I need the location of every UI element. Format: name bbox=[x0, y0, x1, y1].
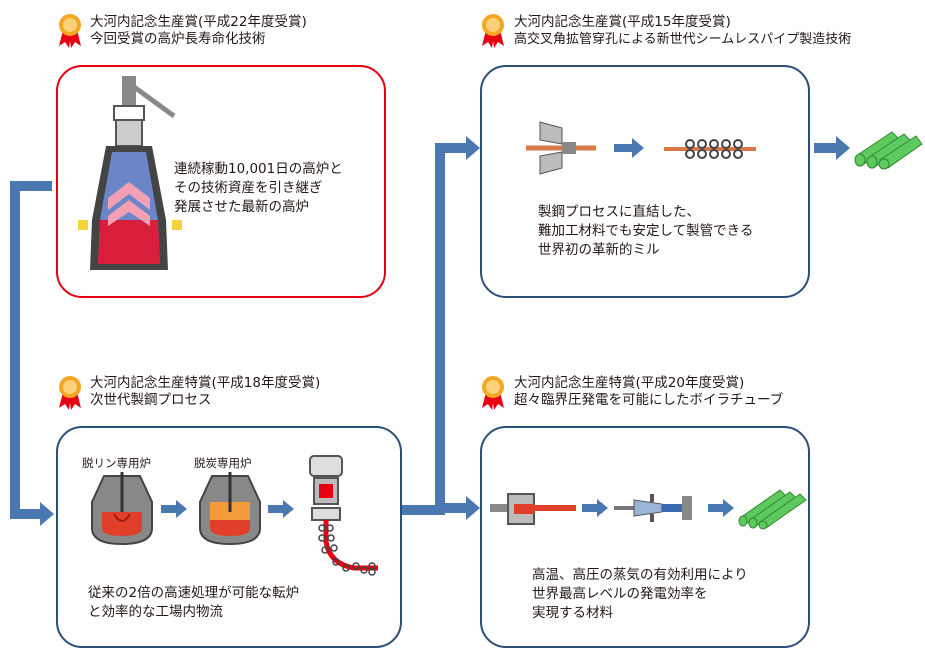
award-title-steelmaking: 大河内記念生産特賞(平成18年度受賞) 次世代製鋼プロセス bbox=[90, 375, 320, 409]
flow-arrow-icon bbox=[814, 136, 850, 160]
connector-middle-top-head bbox=[466, 136, 480, 160]
dephosphorization-furnace-label: 脱リン専用炉 bbox=[82, 456, 151, 470]
boiler-tube-product-icon bbox=[738, 489, 807, 530]
seamless-pipe-description: 製鋼プロセスに直結した、 難加工材料でも安定して製管できる 世界初の革新的ミル bbox=[538, 204, 754, 258]
decarburization-converter-icon bbox=[199, 472, 261, 546]
dephosphorization-converter-icon bbox=[91, 472, 153, 546]
flow-arrow-icon bbox=[161, 500, 187, 518]
extrusion-press-icon bbox=[490, 493, 576, 525]
cold-drawing-icon bbox=[614, 494, 692, 522]
connector-middle bbox=[402, 143, 466, 515]
flow-arrow-icon bbox=[268, 500, 294, 518]
award-name: 大河内記念生産特賞(平成18年度受賞) bbox=[90, 375, 321, 391]
connector-left-head bbox=[40, 502, 54, 526]
continuous-caster-icon bbox=[309, 455, 378, 576]
blast-furnace-illustration bbox=[78, 76, 182, 270]
boiler-tube-card bbox=[480, 426, 810, 648]
seamless-pipe-product-icon bbox=[854, 131, 923, 170]
award-name: 大河内記念生産特賞(平成20年度受賞) bbox=[514, 375, 745, 391]
piercing-mill-icon bbox=[526, 121, 596, 175]
blast-furnace-description: 連続稼動10,001日の高炉と その技術資産を引き継ぎ 発展させた最新の高炉 bbox=[174, 161, 343, 215]
decarburization-furnace-label: 脱炭専用炉 bbox=[194, 456, 252, 470]
award-title-boiler-tube: 大河内記念生産特賞(平成20年度受賞) 超々臨界圧発電を可能にしたボイラチューブ bbox=[514, 375, 783, 409]
connector-middle-bottom-head bbox=[466, 496, 480, 520]
boiler-tube-description: 高温、高圧の蒸気の有効利用により 世界最高レベルの発電効率を 実現する材料 bbox=[532, 567, 748, 621]
award-medal-icon bbox=[482, 376, 504, 410]
flow-arrow-icon bbox=[708, 499, 734, 517]
seamless-pipe-card bbox=[480, 65, 810, 298]
award-subject: 今回受賞の高炉長寿命化技術 bbox=[90, 31, 266, 47]
award-subject: 超々臨界圧発電を可能にしたボイラチューブ bbox=[514, 392, 784, 408]
award-medal-icon bbox=[482, 14, 504, 48]
rolling-pipe-icon bbox=[664, 139, 756, 159]
flow-arrow-icon bbox=[582, 499, 608, 517]
award-title-seamless-pipe: 大河内記念生産賞(平成15年度受賞) 高交叉角拡管穿孔による新世代シームレスパイ… bbox=[514, 14, 851, 48]
award-title-blast-furnace: 大河内記念生産賞(平成22年度受賞) 今回受賞の高炉長寿命化技術 bbox=[90, 14, 307, 48]
award-subject: 高交叉角拡管穿孔による新世代シームレスパイプ製造技術 bbox=[514, 32, 852, 47]
steelmaking-description: 従来の2倍の高速処理が可能な転炉 と効率的な工場内物流 bbox=[88, 585, 300, 620]
award-subject: 次世代製鋼プロセス bbox=[90, 392, 212, 408]
award-medal-icon bbox=[59, 376, 81, 410]
award-name: 大河内記念生産賞(平成15年度受賞) bbox=[514, 14, 731, 30]
connector-left bbox=[10, 181, 52, 519]
flow-arrow-icon bbox=[614, 138, 644, 158]
award-medal-icon bbox=[59, 14, 81, 48]
award-name: 大河内記念生産賞(平成22年度受賞) bbox=[90, 14, 307, 30]
